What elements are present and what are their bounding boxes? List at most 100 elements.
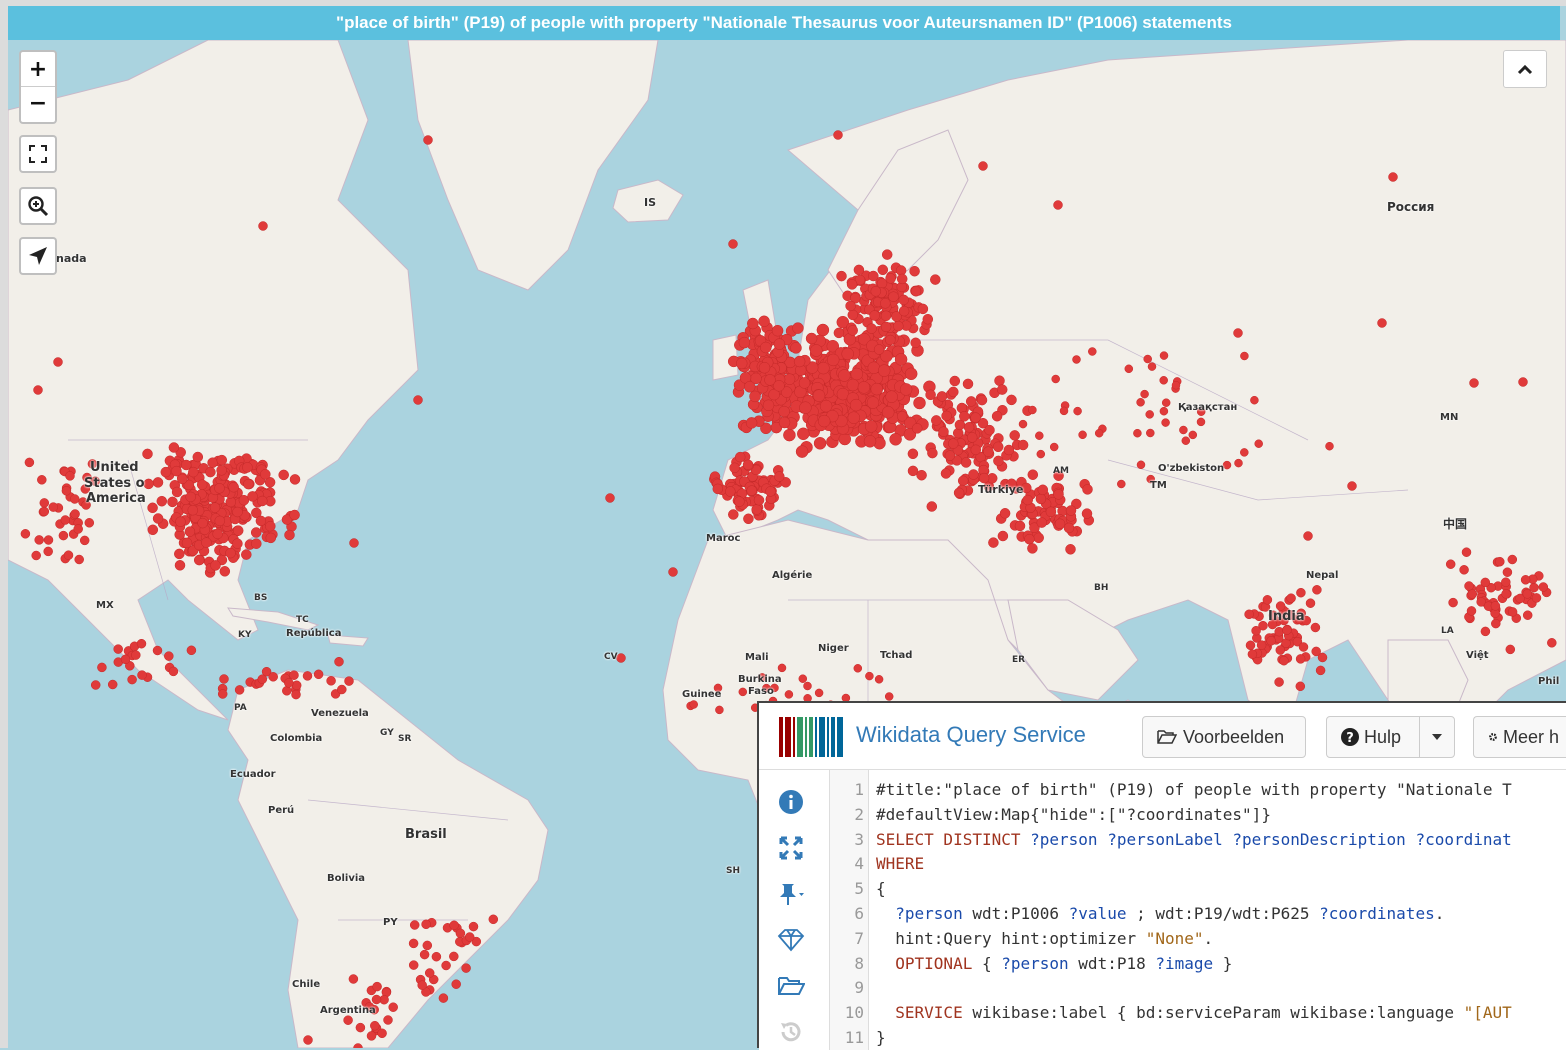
birthplace-marker[interactable] — [968, 469, 979, 480]
birthplace-marker[interactable] — [289, 670, 299, 680]
birthplace-marker[interactable] — [421, 919, 431, 930]
birthplace-marker[interactable] — [863, 435, 877, 448]
birthplace-marker[interactable] — [1312, 585, 1322, 595]
more-tools-button[interactable]: Meer h — [1473, 716, 1566, 758]
birthplace-marker[interactable] — [1459, 565, 1469, 575]
birthplace-marker[interactable] — [1036, 449, 1046, 459]
code-line[interactable]: 6 ?person wdt:P1006 ?value ; wdt:P19/wdt… — [830, 902, 1566, 926]
birthplace-marker[interactable] — [988, 537, 999, 548]
birthplace-marker[interactable] — [734, 451, 746, 463]
birthplace-marker[interactable] — [219, 674, 229, 684]
birthplace-marker[interactable] — [810, 344, 823, 357]
birthplace-marker[interactable] — [1274, 677, 1284, 687]
birthplace-marker[interactable] — [142, 448, 153, 460]
birthplace-marker[interactable] — [816, 323, 830, 337]
birthplace-marker[interactable] — [798, 377, 811, 389]
filter-tool[interactable] — [775, 878, 807, 910]
birthplace-marker[interactable] — [826, 353, 840, 367]
birthplace-marker[interactable] — [977, 417, 989, 429]
birthplace-marker[interactable] — [48, 502, 59, 512]
birthplace-marker[interactable] — [1159, 376, 1168, 385]
birthplace-marker[interactable] — [1286, 593, 1296, 603]
birthplace-marker[interactable] — [1006, 478, 1017, 490]
birthplace-marker[interactable] — [424, 968, 435, 978]
birthplace-marker[interactable] — [1520, 575, 1531, 585]
birthplace-marker[interactable] — [1310, 622, 1321, 633]
birthplace-marker[interactable] — [1240, 448, 1249, 457]
birthplace-marker[interactable] — [349, 538, 359, 548]
birthplace-marker[interactable] — [255, 515, 267, 527]
birthplace-marker[interactable] — [799, 401, 812, 414]
birthplace-marker[interactable] — [192, 451, 204, 463]
birthplace-marker[interactable] — [70, 509, 80, 519]
birthplace-marker[interactable] — [168, 442, 180, 453]
birthplace-marker[interactable] — [899, 383, 913, 396]
birthplace-marker[interactable] — [880, 321, 892, 333]
birthplace-marker[interactable] — [953, 487, 965, 499]
birthplace-marker[interactable] — [1317, 652, 1328, 663]
birthplace-marker[interactable] — [813, 437, 827, 450]
birthplace-marker[interactable] — [1053, 200, 1063, 210]
birthplace-marker[interactable] — [284, 529, 295, 541]
birthplace-marker[interactable] — [370, 1020, 380, 1031]
birthplace-marker[interactable] — [884, 692, 894, 701]
birthplace-marker[interactable] — [745, 417, 758, 429]
birthplace-marker[interactable] — [790, 342, 802, 354]
birthplace-marker[interactable] — [334, 656, 344, 667]
birthplace-marker[interactable] — [845, 300, 856, 312]
birthplace-marker[interactable] — [419, 949, 430, 960]
birthplace-marker[interactable] — [282, 686, 292, 696]
birthplace-marker[interactable] — [1476, 597, 1486, 607]
birthplace-marker[interactable] — [1275, 645, 1286, 655]
birthplace-marker[interactable] — [913, 396, 926, 410]
birthplace-marker[interactable] — [898, 294, 909, 306]
birthplace-marker[interactable] — [265, 520, 276, 532]
birthplace-marker[interactable] — [184, 526, 196, 537]
zoom-box-button[interactable] — [21, 189, 55, 223]
code-line[interactable]: 8 OPTIONAL { ?person wdt:P18 ?image } — [830, 952, 1566, 976]
birthplace-marker[interactable] — [302, 671, 313, 681]
birthplace-marker[interactable] — [408, 938, 419, 949]
birthplace-marker[interactable] — [814, 688, 824, 698]
birthplace-marker[interactable] — [983, 446, 994, 457]
code-line[interactable]: 9 — [830, 976, 1566, 1000]
birthplace-marker[interactable] — [793, 355, 806, 368]
fullscreen-button[interactable] — [21, 137, 55, 171]
birthplace-marker[interactable] — [917, 303, 929, 315]
birthplace-marker[interactable] — [291, 680, 302, 691]
birthplace-marker[interactable] — [37, 475, 47, 485]
birthplace-marker[interactable] — [183, 479, 195, 491]
birthplace-marker[interactable] — [805, 332, 818, 345]
birthplace-marker[interactable] — [264, 477, 276, 488]
birthplace-marker[interactable] — [874, 675, 884, 684]
birthplace-marker[interactable] — [1298, 642, 1309, 652]
birthplace-marker[interactable] — [174, 548, 185, 560]
birthplace-marker[interactable] — [870, 382, 884, 396]
birthplace-marker[interactable] — [31, 550, 41, 561]
birthplace-marker[interactable] — [82, 472, 92, 483]
birthplace-marker[interactable] — [1188, 430, 1198, 440]
birthplace-marker[interactable] — [1501, 589, 1511, 599]
birthplace-marker[interactable] — [160, 466, 172, 478]
birthplace-marker[interactable] — [1522, 610, 1533, 620]
birthplace-marker[interactable] — [417, 980, 427, 990]
birthplace-marker[interactable] — [197, 517, 208, 529]
birthplace-marker[interactable] — [833, 130, 843, 140]
birthplace-marker[interactable] — [353, 1043, 363, 1049]
birthplace-marker[interactable] — [214, 483, 225, 494]
birthplace-marker[interactable] — [850, 293, 861, 304]
birthplace-marker[interactable] — [344, 676, 354, 686]
birthplace-marker[interactable] — [260, 469, 271, 480]
birthplace-marker[interactable] — [1234, 458, 1243, 468]
birthplace-marker[interactable] — [1143, 354, 1152, 364]
birthplace-marker[interactable] — [1179, 425, 1188, 435]
birthplace-marker[interactable] — [372, 981, 382, 992]
birthplace-marker[interactable] — [1301, 615, 1312, 626]
birthplace-marker[interactable] — [742, 459, 754, 471]
birthplace-marker[interactable] — [1464, 581, 1474, 591]
birthplace-marker[interactable] — [251, 538, 262, 549]
birthplace-marker[interactable] — [438, 993, 449, 1003]
birthplace-marker[interactable] — [1161, 418, 1170, 427]
birthplace-marker[interactable] — [90, 680, 101, 690]
birthplace-marker[interactable] — [79, 535, 90, 546]
